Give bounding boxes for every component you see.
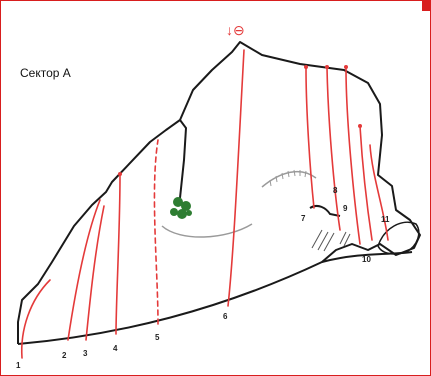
- route-number-2: 2: [62, 351, 67, 360]
- rock-outline: [17, 41, 421, 344]
- route-number-5: 5: [155, 333, 160, 342]
- route-number-4: 4: [113, 344, 118, 353]
- route-number-10: 10: [362, 255, 371, 264]
- route-9-line: [345, 67, 361, 245]
- bush-icon: [170, 197, 192, 219]
- route-number-11: 11: [381, 215, 390, 224]
- roof-crack: [309, 204, 341, 217]
- route-number-6: 6: [223, 312, 228, 321]
- inner-arete-line: [179, 119, 188, 199]
- route-number-7: 7: [301, 214, 306, 223]
- route-number-8: 8: [333, 186, 338, 195]
- anchor-route-7: [304, 65, 308, 69]
- anchor-route-10: [358, 124, 362, 128]
- route-1-line: [20, 279, 51, 359]
- route-6-line: [227, 49, 245, 307]
- route-3-line: [85, 205, 105, 341]
- route-number-9: 9: [343, 204, 348, 213]
- slab-hatching: [311, 229, 351, 252]
- anchor-route-4: [118, 172, 122, 176]
- ledge-arc: [261, 170, 317, 188]
- anchor-points: [118, 65, 362, 176]
- ledge-hatching: [269, 169, 307, 187]
- boulder-right: [377, 221, 420, 255]
- anchor-route-9: [344, 65, 348, 69]
- route-4-line: [115, 175, 121, 335]
- bowl-arc: [161, 223, 253, 238]
- route-number-3: 3: [83, 349, 88, 358]
- descent-symbol: ↓⊖: [226, 22, 245, 38]
- corner-mark: [422, 1, 430, 11]
- route-2-line: [67, 199, 101, 341]
- route-11-line: [369, 144, 389, 241]
- route-7-line: [305, 67, 315, 209]
- route-10-line: [359, 125, 373, 241]
- sector-title: Сектор А: [20, 66, 71, 80]
- ground-line: [17, 251, 413, 345]
- route-5-line: [153, 139, 159, 325]
- route-number-1: 1: [16, 361, 21, 370]
- route-8-line: [326, 67, 341, 231]
- anchor-route-8: [325, 65, 329, 69]
